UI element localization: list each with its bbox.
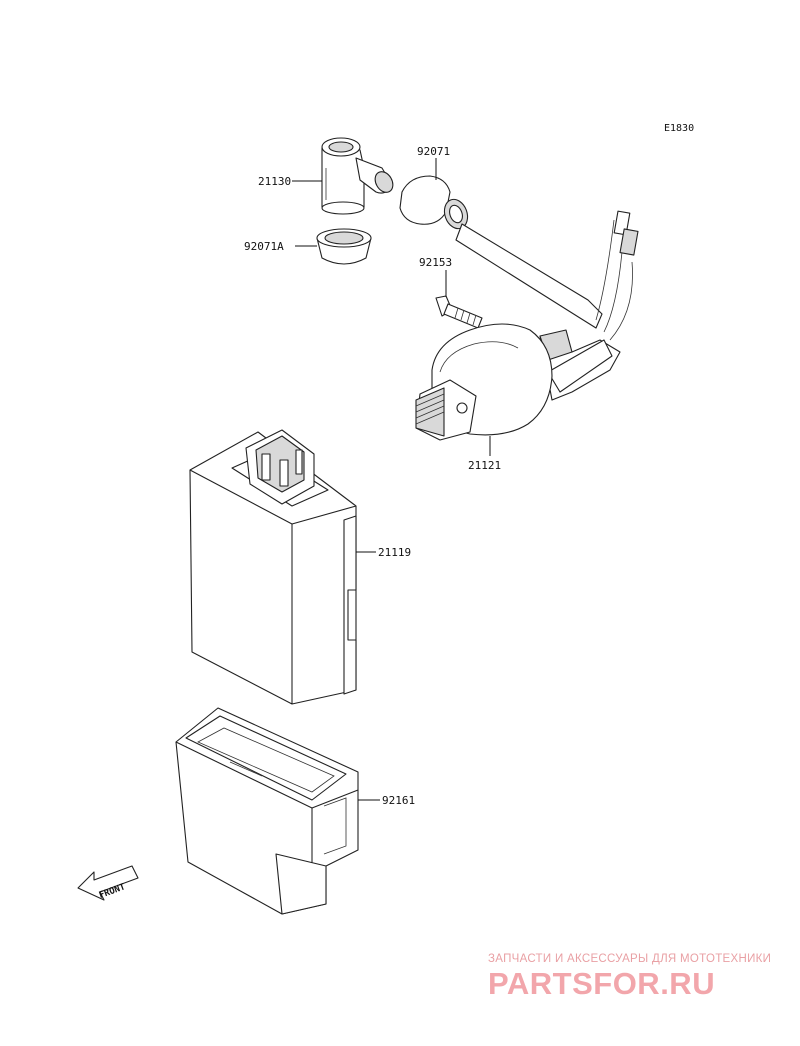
ignition-coil-21121 <box>415 323 621 441</box>
spark-plug-cap-21130 <box>321 137 394 215</box>
ht-lead <box>455 223 603 329</box>
label-21130: 21130 <box>258 175 291 188</box>
cap-seal-ring-92071A <box>316 228 372 265</box>
label-92071: 92071 <box>417 145 450 158</box>
wire-harness <box>595 210 639 341</box>
bolt-92153 <box>435 295 483 329</box>
damper-case-92161 <box>175 707 359 915</box>
label-21121: 21121 <box>468 459 501 472</box>
label-21119: 21119 <box>378 546 411 559</box>
label-92153: 92153 <box>419 256 452 269</box>
diagram-code: E1830 <box>664 123 694 134</box>
watermark-tagline: ЗАПЧАСТИ И АКСЕССУАРЫ ДЛЯ МОТОТЕХНИКИ <box>488 953 771 965</box>
front-direction-arrow: FRONT <box>77 865 139 901</box>
label-92071A: 92071A <box>244 240 284 253</box>
cdi-igniter-21119 <box>189 429 357 705</box>
label-92161: 92161 <box>382 794 415 807</box>
cap-seal-92071 <box>399 175 469 230</box>
watermark-logo: PARTSFOR.RU <box>488 966 715 1001</box>
